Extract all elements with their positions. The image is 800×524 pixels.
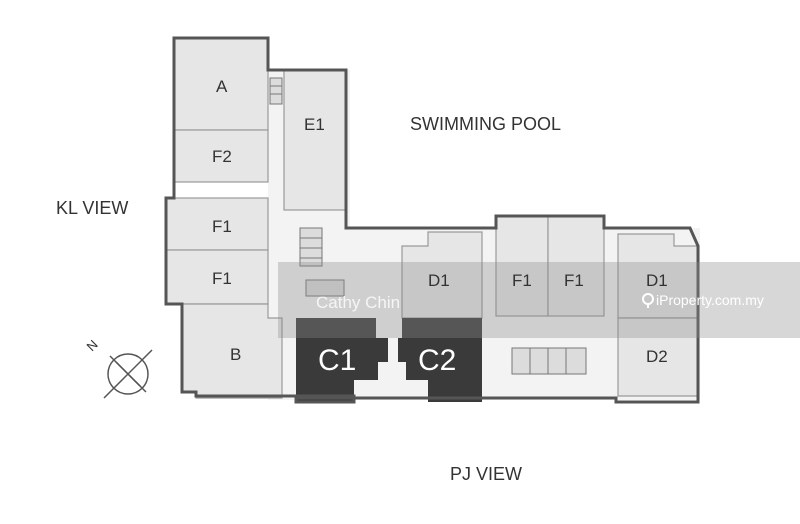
unit-c1	[296, 318, 388, 402]
iproperty-logo-icon	[642, 293, 654, 308]
unit-f1-right-b-label: F1	[564, 271, 584, 290]
compass-north-label: N	[84, 337, 101, 354]
unit-c2	[398, 318, 482, 402]
building-outline	[164, 36, 700, 404]
unit-e1	[283, 69, 347, 211]
pj-view-label: PJ VIEW	[450, 464, 522, 484]
lift-core-right	[511, 347, 587, 375]
stair-top	[269, 77, 283, 105]
unit-f2-label: F2	[212, 147, 232, 166]
north-arrow-icon	[103, 349, 153, 399]
watermark-brand: iProperty.com.my	[656, 292, 764, 308]
unit-a-label: A	[216, 77, 228, 96]
watermark-band	[278, 262, 800, 338]
stair-core-left	[299, 227, 323, 267]
unit-f1-right-b	[547, 215, 605, 317]
unit-b-label: B	[230, 345, 241, 364]
lift-core-left	[305, 279, 345, 297]
watermark-agent-name: Cathy Chin	[316, 293, 400, 312]
unit-e1-label: E1	[304, 115, 325, 134]
unit-d1-center-label: D1	[428, 271, 450, 290]
unit-f1-left-bottom	[165, 249, 269, 305]
unit-f1-right-a-label: F1	[512, 271, 532, 290]
left-wing	[165, 37, 347, 399]
unit-f1-left-bottom-label: F1	[212, 269, 232, 288]
right-wing	[401, 215, 699, 397]
unit-d2-label: D2	[646, 347, 668, 366]
service-core	[269, 77, 587, 375]
unit-f1-left-top-label: F1	[212, 217, 232, 236]
unit-d1-right-label: D1	[646, 271, 668, 290]
unit-c1-label: C1	[318, 344, 356, 377]
unit-f1-left-top	[165, 197, 269, 251]
unit-c2-label: C2	[418, 344, 456, 377]
highlighted-units	[296, 318, 482, 402]
kl-view-label: KL VIEW	[56, 198, 128, 218]
swimming-pool-label: SWIMMING POOL	[410, 114, 561, 134]
